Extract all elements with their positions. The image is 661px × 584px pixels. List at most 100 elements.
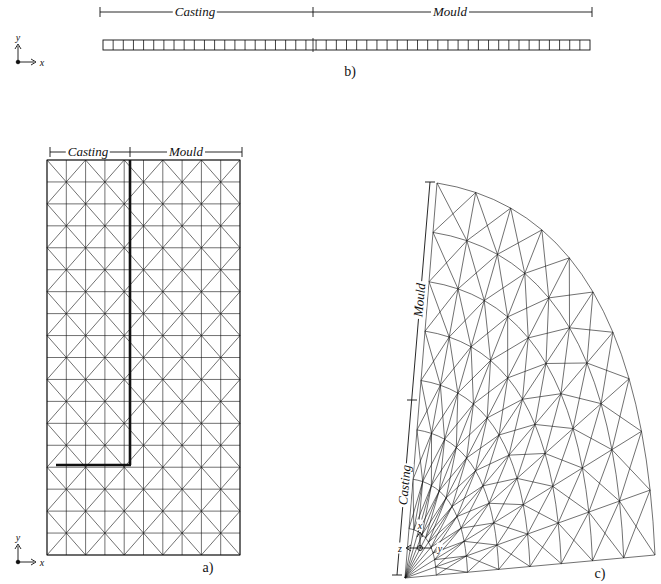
mesh-line <box>313 38 314 52</box>
mesh-line <box>612 379 629 450</box>
mesh-line <box>464 541 465 548</box>
mesh-line <box>515 388 522 399</box>
mesh-line <box>124 401 143 423</box>
mesh-line <box>549 292 593 298</box>
mesh-line <box>553 486 589 512</box>
mesh-line <box>153 40 154 50</box>
mesh-line <box>473 378 507 404</box>
mesh-line <box>436 571 437 575</box>
mesh-line <box>429 241 467 282</box>
mesh-line <box>497 254 511 263</box>
mesh-line <box>163 445 182 467</box>
mesh-line <box>66 226 85 248</box>
mesh-line <box>66 204 85 226</box>
mesh-line <box>47 314 66 336</box>
mesh-line <box>66 489 85 511</box>
mesh-line <box>473 404 480 411</box>
mesh-line <box>221 401 240 423</box>
mesh-line <box>612 450 650 490</box>
mesh-line <box>546 364 554 379</box>
mesh-line <box>553 486 556 504</box>
mesh-line <box>163 336 182 358</box>
mesh-line <box>105 358 124 380</box>
region-label: Mould <box>431 5 469 19</box>
mesh-line <box>204 40 205 50</box>
mesh-line <box>513 466 517 478</box>
mesh-line <box>201 160 220 182</box>
mesh-line <box>432 433 439 436</box>
mesh-line <box>124 248 143 270</box>
panel-label: c) <box>593 566 608 581</box>
mesh-line <box>593 292 603 311</box>
mesh-line <box>467 241 484 301</box>
mesh-line <box>221 336 240 358</box>
mesh-line <box>425 331 437 333</box>
mesh-line <box>582 404 601 468</box>
mesh-line <box>86 314 105 336</box>
mesh-line <box>201 379 220 401</box>
mesh-line <box>221 489 240 511</box>
mesh-line <box>529 40 530 50</box>
mesh-line <box>418 532 420 533</box>
mesh-line <box>144 270 163 292</box>
mesh-line <box>549 40 550 50</box>
mesh-line <box>498 40 499 50</box>
mesh-line <box>201 248 220 270</box>
mesh-line <box>528 338 537 350</box>
mesh-line <box>517 478 553 486</box>
mesh-line <box>47 423 66 445</box>
mesh-line <box>47 401 66 423</box>
axis-label: x <box>39 557 45 568</box>
mesh-line <box>105 467 124 489</box>
mesh-line <box>105 248 124 270</box>
mesh-line <box>431 433 432 485</box>
mesh-line <box>509 399 523 455</box>
mesh-line <box>483 486 486 494</box>
mesh-line <box>481 353 490 360</box>
mesh-line <box>434 560 436 564</box>
mesh-line <box>435 488 439 491</box>
mesh-line <box>420 533 422 534</box>
mesh-line <box>182 336 201 358</box>
mesh-line <box>221 445 240 467</box>
mesh-line <box>429 282 444 285</box>
mesh-line <box>484 301 490 361</box>
mesh-line <box>144 445 163 467</box>
mesh-line <box>478 40 479 50</box>
mesh-line <box>463 535 464 542</box>
mesh-line <box>509 453 545 455</box>
mesh-line <box>255 40 256 50</box>
mesh-line <box>594 383 601 404</box>
mesh-line <box>494 523 528 534</box>
mesh-line <box>163 467 182 489</box>
mesh-line <box>86 336 105 358</box>
mesh-line <box>422 498 446 535</box>
mesh-line <box>201 445 220 467</box>
mesh-line <box>560 543 561 564</box>
mesh-line <box>86 511 105 533</box>
mesh-line <box>458 289 471 294</box>
mesh-line <box>201 533 220 555</box>
mesh-line <box>450 236 467 241</box>
mesh-line <box>526 519 528 534</box>
mesh-line <box>488 40 489 50</box>
mesh-line <box>458 289 471 347</box>
mesh-line <box>105 533 124 555</box>
mesh-line <box>467 564 468 572</box>
mesh-line <box>163 204 182 226</box>
mesh-line <box>561 394 567 411</box>
mesh-line <box>411 529 413 531</box>
mesh-line <box>591 536 592 561</box>
mesh-line <box>518 327 528 338</box>
mesh-line <box>86 423 105 445</box>
mesh-line <box>443 494 446 498</box>
mesh-line <box>456 418 487 448</box>
mesh-line <box>182 204 201 226</box>
mesh-line <box>622 529 624 558</box>
mesh-line <box>326 40 327 50</box>
region-label: Casting <box>173 5 217 19</box>
mesh-line <box>445 439 451 443</box>
mesh-line <box>47 182 66 204</box>
mesh-line <box>445 404 474 439</box>
mesh-line <box>525 258 570 274</box>
